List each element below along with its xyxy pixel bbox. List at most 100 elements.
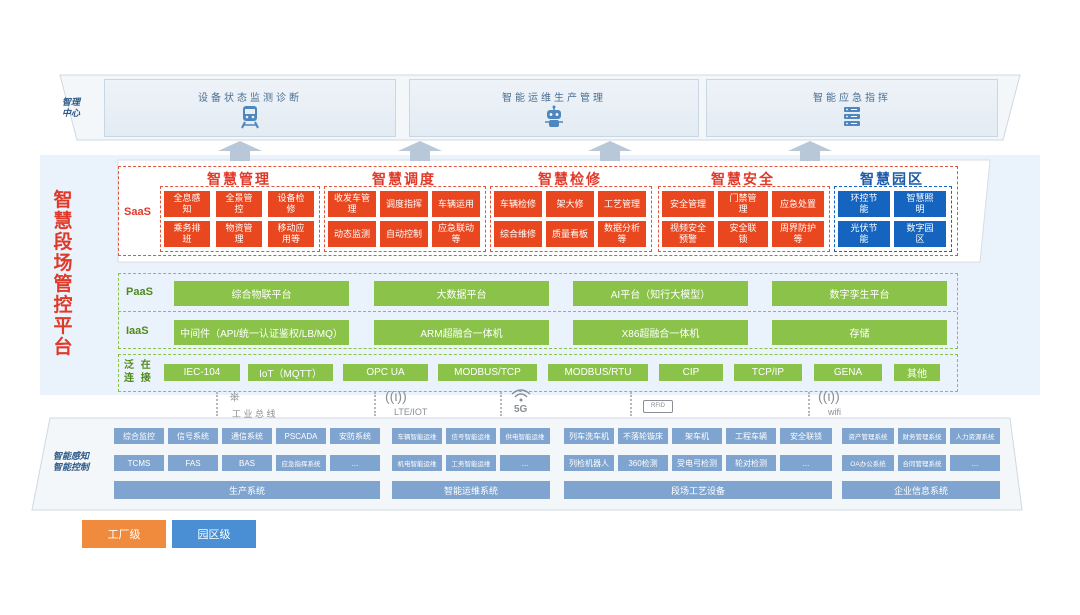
saas-item[interactable]: 收发车管理 [328,191,376,217]
saas-item[interactable]: 应急处置 [772,191,824,217]
panel-emergency-command[interactable]: 智能应急指挥 [706,79,998,137]
protocol-item[interactable]: TCP/IP [734,364,802,381]
system-item[interactable]: 车辆智能运维 [392,428,442,444]
saas-item[interactable]: 架大修 [546,191,594,217]
system-item[interactable]: ... [500,455,550,471]
protocol-item[interactable]: IEC-104 [164,364,240,381]
saas-item[interactable]: 门禁管理 [718,191,768,217]
system-group-production[interactable]: 生产系统 [114,481,380,499]
saas-item[interactable]: 全息感知 [164,191,210,217]
system-item[interactable]: ... [780,455,832,471]
saas-item[interactable]: 动态监测 [328,221,376,247]
system-item[interactable]: 架车机 [672,428,722,444]
platform-title-char: 平 [53,316,73,337]
protocol-item[interactable]: CIP [659,364,723,381]
system-item[interactable]: 通信系统 [222,428,272,444]
system-group-maintenance[interactable]: 智能运维系统 [392,481,550,499]
paas-item[interactable]: 综合物联平台 [174,281,349,306]
protocol-item[interactable]: IoT（MQTT） [248,364,333,381]
system-item[interactable]: 轮对检测 [726,455,776,471]
saas-group-dispatch [324,186,486,252]
robot-icon [545,105,563,127]
saas-item[interactable]: 移动应用等 [268,221,314,247]
system-item[interactable]: 受电弓检测 [672,455,722,471]
saas-item[interactable]: 调度指挥 [380,191,428,217]
saas-item[interactable]: 乘务排班 [164,221,210,247]
system-item[interactable]: OA办公系统 [842,455,894,471]
iaas-item[interactable]: 存储 [772,320,947,345]
paas-item[interactable]: 大数据平台 [374,281,549,306]
system-item[interactable]: 人力资源系统 [950,428,1000,444]
system-item[interactable]: 机电智能运维 [392,455,442,471]
bottom-label: 智能感知 智能控制 [53,451,90,472]
platform-title-char: 场 [53,253,73,274]
system-item[interactable]: 列车洗车机 [564,428,614,444]
system-item[interactable]: 工程车辆 [726,428,776,444]
saas-item[interactable]: 应急联动等 [432,221,480,247]
saas-item[interactable]: 设备检修 [268,191,314,217]
paas-item[interactable]: AI平台（知行大模型） [573,281,748,306]
protocol-item[interactable]: MODBUS/TCP [438,364,537,381]
saas-item[interactable]: 自动控制 [380,221,428,247]
saas-item[interactable]: 安全联锁 [718,221,768,247]
system-item[interactable]: 信号智能运维 [446,428,496,444]
system-item[interactable]: 安防系统 [330,428,380,444]
panel-intelligent-maintenance[interactable]: 智能运维生产管理 [409,79,699,137]
panel-equipment-monitoring[interactable]: 设备状态监测诊断 [104,79,396,137]
system-group-depot-equipment[interactable]: 段场工艺设备 [564,481,832,499]
system-item[interactable]: PSCADA [276,428,326,444]
legend-park-level: 园区级 [172,520,256,548]
system-item[interactable]: 工务智能运维 [446,455,496,471]
system-item[interactable]: 供电智能运维 [500,428,550,444]
saas-item[interactable]: 车辆运用 [432,191,480,217]
system-item[interactable]: ... [330,455,380,471]
connection-line [630,392,632,416]
paas-item[interactable]: 数字孪生平台 [772,281,947,306]
system-item[interactable]: 列检机器人 [564,455,614,471]
saas-item[interactable]: 数据分析等 [598,221,646,247]
system-item[interactable]: 资产管理系统 [842,428,894,444]
saas-item[interactable]: 综合维修 [494,221,542,247]
saas-item[interactable]: 全景管控 [216,191,262,217]
protocol-item[interactable]: GENA [814,364,882,381]
saas-item[interactable]: 物资管理 [216,221,262,247]
saas-group-title: 智慧调度 [372,171,436,187]
saas-item[interactable]: 环控节能 [838,191,890,217]
saas-item[interactable]: 光伏节能 [838,221,890,247]
system-item[interactable]: TCMS [114,455,164,471]
saas-item[interactable]: 视频安全预警 [662,221,714,247]
protocol-item[interactable]: MODBUS/RTU [548,364,648,381]
iaas-item[interactable]: X86超融合一体机 [573,320,748,345]
saas-group-park [834,186,952,252]
legend-factory-level: 工厂级 [82,520,166,548]
up-arrow-icon [588,141,632,161]
saas-item[interactable]: 工艺管理 [598,191,646,217]
saas-label: SaaS [124,206,151,218]
system-item[interactable]: ... [950,455,1000,471]
connection-label: wifi [828,407,841,417]
saas-item[interactable]: 车辆检修 [494,191,542,217]
system-item[interactable]: FAS [168,455,218,471]
iaas-item[interactable]: ARM超融合一体机 [374,320,549,345]
system-item[interactable]: 安全联锁 [780,428,832,444]
system-group-enterprise[interactable]: 企业信息系统 [842,481,1000,499]
saas-item[interactable]: 数字园区 [894,221,946,247]
protocol-item[interactable]: 其他 [894,364,940,381]
protocols-section [118,354,958,392]
system-item[interactable]: 合同管理系统 [898,455,946,471]
saas-item[interactable]: 周界防护等 [772,221,824,247]
saas-item[interactable]: 质量看板 [546,221,594,247]
system-item[interactable]: 信号系统 [168,428,218,444]
bus-icon: ⎈ [229,388,241,404]
system-item[interactable]: 应急指挥系统 [276,455,326,471]
saas-item[interactable]: 智慧照明 [894,191,946,217]
system-item[interactable]: 综合监控 [114,428,164,444]
panel-title: 设备状态监测诊断 [198,93,302,104]
system-item[interactable]: 360检测 [618,455,668,471]
system-item[interactable]: 财务管理系统 [898,428,946,444]
iaas-item[interactable]: 中间件（API/统一认证鉴权/LB/MQ） [174,320,349,345]
system-item[interactable]: BAS [222,455,272,471]
saas-item[interactable]: 安全管理 [662,191,714,217]
system-item[interactable]: 不落轮镟床 [618,428,668,444]
protocol-item[interactable]: OPC UA [343,364,428,381]
